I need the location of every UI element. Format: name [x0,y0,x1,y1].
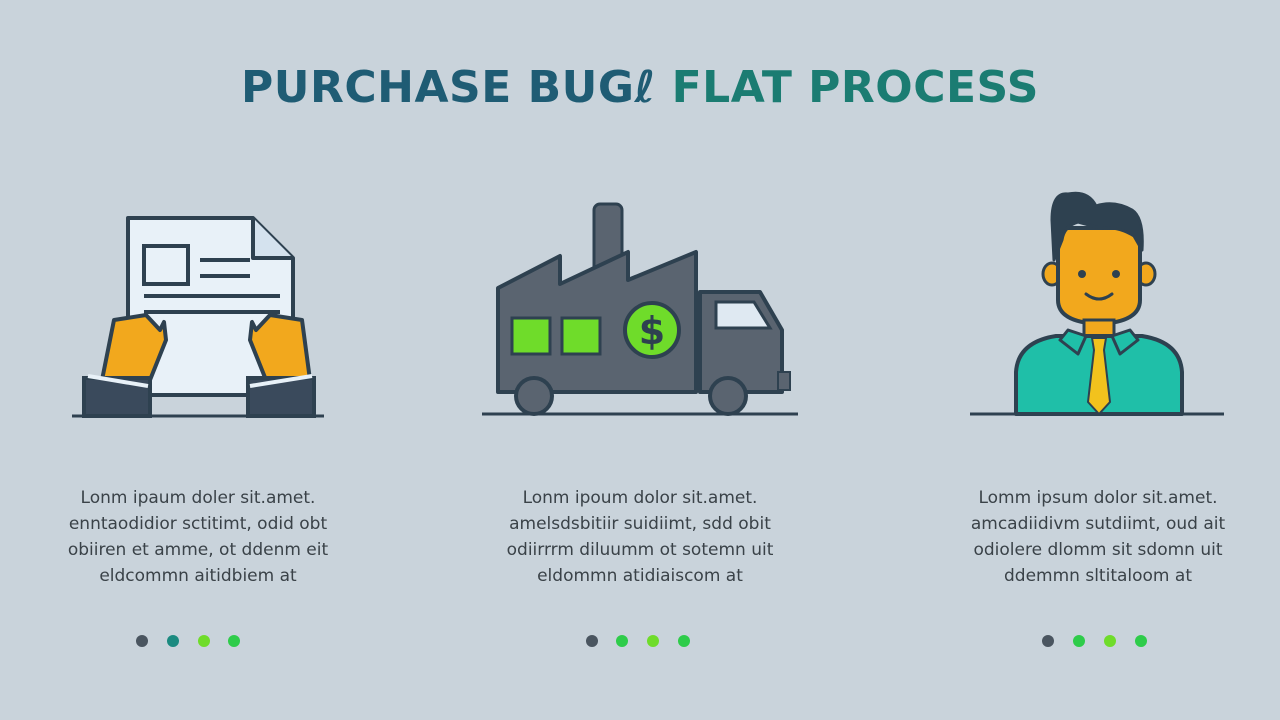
dot [1042,635,1054,647]
dot [586,635,598,647]
desc-line: amelsdsbitiir suidiimt, sdd obit [509,514,771,534]
factory-truck-dollar-icon: $ [482,202,798,416]
document-in-hands-icon [72,216,324,418]
desc-line: Lonm ipaum doler sit.amet. [80,488,316,508]
step-1-description: Lonm ipaum doler sit.amet. enntaodidior … [18,485,378,589]
smiling-man-tie-icon [970,191,1224,416]
desc-line: Lomm ipsum dolor sit.amet. [978,488,1218,508]
progress-dots [136,635,246,649]
dot [678,635,690,647]
dot [167,635,179,647]
step-1: Lonm ipaum doler sit.amet. enntaodidior … [18,180,378,660]
dot [647,635,659,647]
progress-dots [586,635,696,649]
desc-line: Lonm ipoum dolor sit.amet. [522,488,758,508]
progress-dots [1042,635,1152,649]
desc-line: eldcommn aitidbiem at [99,566,297,586]
desc-line: amcadiidivm sutdiimt, oud ait [970,514,1226,534]
step-2: $ Lonm ipoum dolor sit.amet. amelsdsbiti… [460,180,820,660]
dot [136,635,148,647]
svg-text:$: $ [639,309,665,353]
desc-line: ddemmn sltitaloom at [1004,566,1192,586]
title-part-2: ℓ [634,62,656,113]
dot [1104,635,1116,647]
dot [1073,635,1085,647]
dot [198,635,210,647]
step-2-description: Lonm ipoum dolor sit.amet. amelsdsbitiir… [460,485,820,589]
dot [616,635,628,647]
step-3: Lomm ipsum dolor sit.amet. amcadiidivm s… [918,180,1278,660]
page-title: PURCHASE BUGℓ FLAT PROCESS [0,62,1280,113]
desc-line: odiirrrm diluumm ot sotemn uit [506,540,774,560]
desc-line: eldommn atidiaiscom at [537,566,743,586]
dot [1135,635,1147,647]
title-part-1: PURCHASE BUG [241,62,635,113]
desc-line: enntaodidior sctitimt, odid obt [68,514,328,534]
dot [228,635,240,647]
title-part-3: FLAT PROCESS [655,62,1039,113]
desc-line: obiiren et amme, ot ddenm eit [67,540,329,560]
desc-line: odiolere dlomm sit sdomn uit [973,540,1223,560]
step-3-description: Lomm ipsum dolor sit.amet. amcadiidivm s… [918,485,1278,589]
